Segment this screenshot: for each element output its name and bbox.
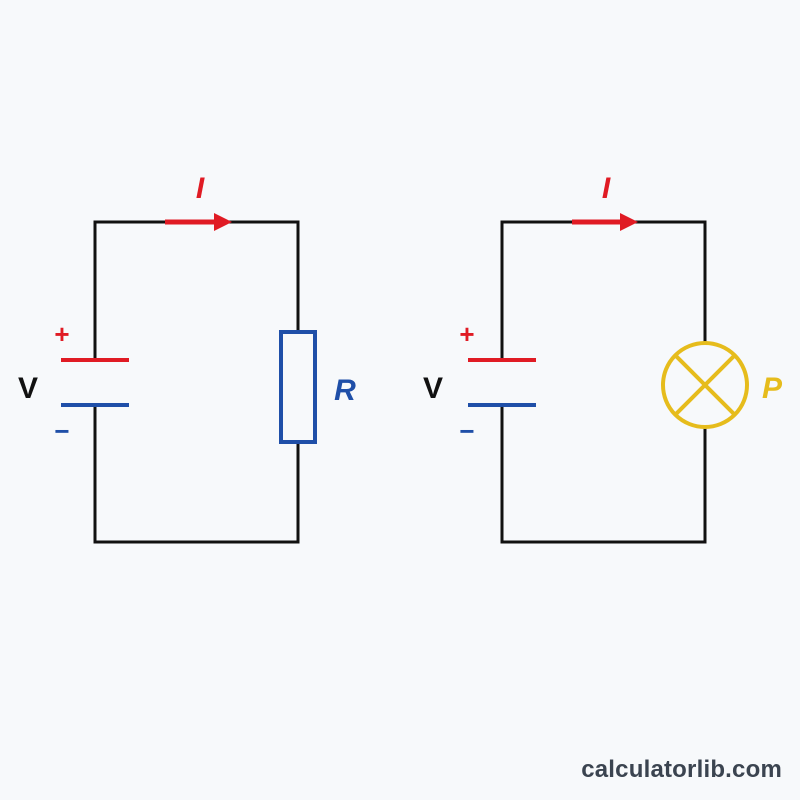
watermark: calculatorlib.com [581,756,782,783]
left-battery [61,358,129,407]
right-plus-sign: + [459,319,474,349]
right-lamp [661,341,749,429]
right-battery [468,358,536,407]
left-voltage-label: V [18,372,38,405]
circuit-left: I + − V R [18,172,356,544]
left-current-arrow [165,213,232,231]
left-minus-sign: − [54,416,69,446]
circuit-right: I + − V P [423,172,783,544]
left-circuit-wire [93,220,300,544]
right-minus-sign: − [459,416,474,446]
left-current-label: I [196,172,205,205]
right-current-label: I [602,172,611,205]
left-resistor-label: R [334,374,356,407]
right-lamp-label: P [762,372,783,405]
right-circuit-wire [500,220,707,544]
right-current-arrow [572,213,638,231]
left-resistor [279,330,317,444]
right-voltage-label: V [423,372,443,405]
left-plus-sign: + [54,319,69,349]
